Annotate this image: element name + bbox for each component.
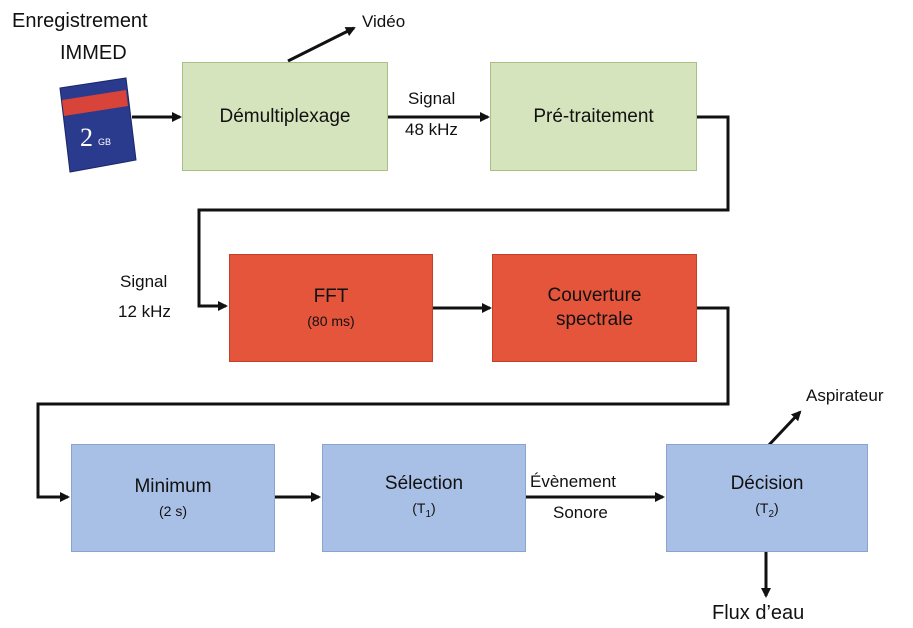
source-label-line2: IMMED	[60, 42, 127, 64]
minimum-label: Minimum	[134, 476, 212, 497]
signal-12-line1: Signal	[120, 272, 168, 291]
video-output-label: Vidéo	[362, 12, 406, 31]
flux-output-label: Flux d’eau	[712, 602, 805, 624]
pretraitement-label: Pré-traitement	[533, 105, 654, 127]
source-label-line1: Enregistrement	[12, 10, 148, 32]
selection-box: Sélection (T1)	[322, 444, 526, 552]
signal-48-line1: Signal	[408, 89, 456, 108]
arrow-pre-fft	[197, 115, 730, 311]
decision-box: Décision (T2)	[666, 444, 868, 552]
selection-sub: (T1)	[412, 499, 436, 520]
arrow-video	[287, 26, 356, 63]
fft-box: FFT (80 ms)	[229, 254, 433, 362]
evenement-line1: Évènement	[530, 472, 616, 491]
couverture-spectrale-box: Couverture spectrale	[492, 254, 697, 362]
fft-label: FFT	[313, 286, 349, 307]
signal-48-line2: 48 kHz	[405, 120, 458, 139]
couverture-line2: spectrale	[555, 309, 634, 330]
couverture-line1: Couverture	[547, 285, 642, 306]
demultiplexage-label: Démultiplexage	[219, 105, 351, 127]
selection-label: Sélection	[384, 472, 464, 494]
card-unit: GB	[98, 137, 111, 147]
demultiplexage-box: Démultiplexage	[182, 62, 388, 171]
sd-card-icon: 2 GB	[59, 77, 137, 173]
pretraitement-box: Pré-traitement	[490, 62, 697, 171]
signal-12-line2: 12 kHz	[118, 302, 171, 321]
aspirateur-output-label: Aspirateur	[806, 386, 884, 405]
arrow-aspirateur	[766, 410, 802, 448]
card-capacity: 2	[80, 123, 93, 152]
decision-sub: (T2)	[755, 499, 779, 520]
decision-label: Décision	[730, 472, 804, 494]
minimum-sub: (2 s)	[159, 503, 187, 519]
minimum-box: Minimum (2 s)	[71, 444, 275, 552]
arrow-couv-min	[36, 306, 730, 502]
evenement-line2: Sonore	[553, 503, 608, 522]
fft-sub: (80 ms)	[307, 313, 355, 329]
